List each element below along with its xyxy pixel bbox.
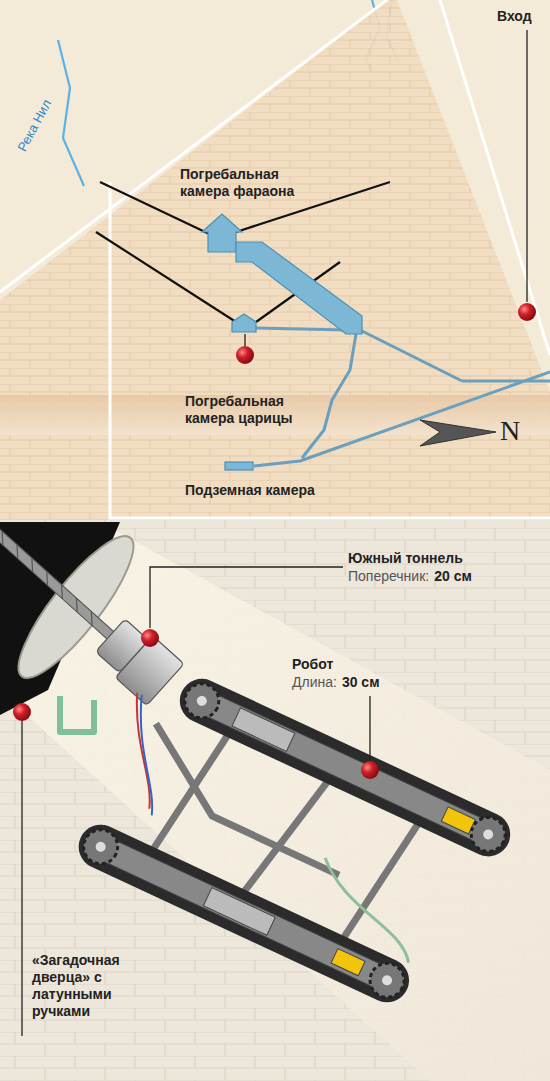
leader-line — [21, 721, 22, 1036]
passage — [254, 328, 550, 466]
pyramid — [0, 0, 550, 520]
chamber-label: Погребальная камера царицы — [185, 393, 325, 427]
robot-label: Робот — [292, 656, 333, 673]
frame-line — [0, 0, 550, 518]
dimension-value: 20 см — [434, 568, 472, 585]
callout-dot — [13, 703, 31, 721]
dimension-name: Поперечник: — [348, 568, 429, 585]
north-arrow — [420, 420, 496, 446]
callout-dot — [518, 303, 536, 321]
door-label: «Загадочная дверца» с латунными ручками — [32, 952, 142, 1020]
tunnel-label: Южный тоннель — [348, 550, 463, 567]
dimension-name: Длина: — [292, 674, 337, 691]
chamber-label: Погребальная камера фараона — [180, 166, 315, 200]
chamber-label: Подземная камера — [185, 482, 315, 499]
dimension-value: 30 см — [342, 674, 380, 691]
leader-line — [369, 696, 370, 761]
leader-line — [150, 567, 343, 628]
river-name: Река Нил — [14, 83, 63, 155]
callout-dot — [361, 761, 379, 779]
door-handle — [60, 696, 94, 732]
callout-dot — [141, 629, 159, 647]
drill — [0, 497, 184, 705]
entrance-label: Вход — [497, 8, 532, 25]
leader-line — [526, 30, 527, 302]
chamber — [202, 214, 362, 470]
leader-line — [244, 334, 245, 346]
north-letter: N — [500, 416, 520, 446]
callout-dot — [236, 346, 254, 364]
robot — [62, 655, 517, 1023]
